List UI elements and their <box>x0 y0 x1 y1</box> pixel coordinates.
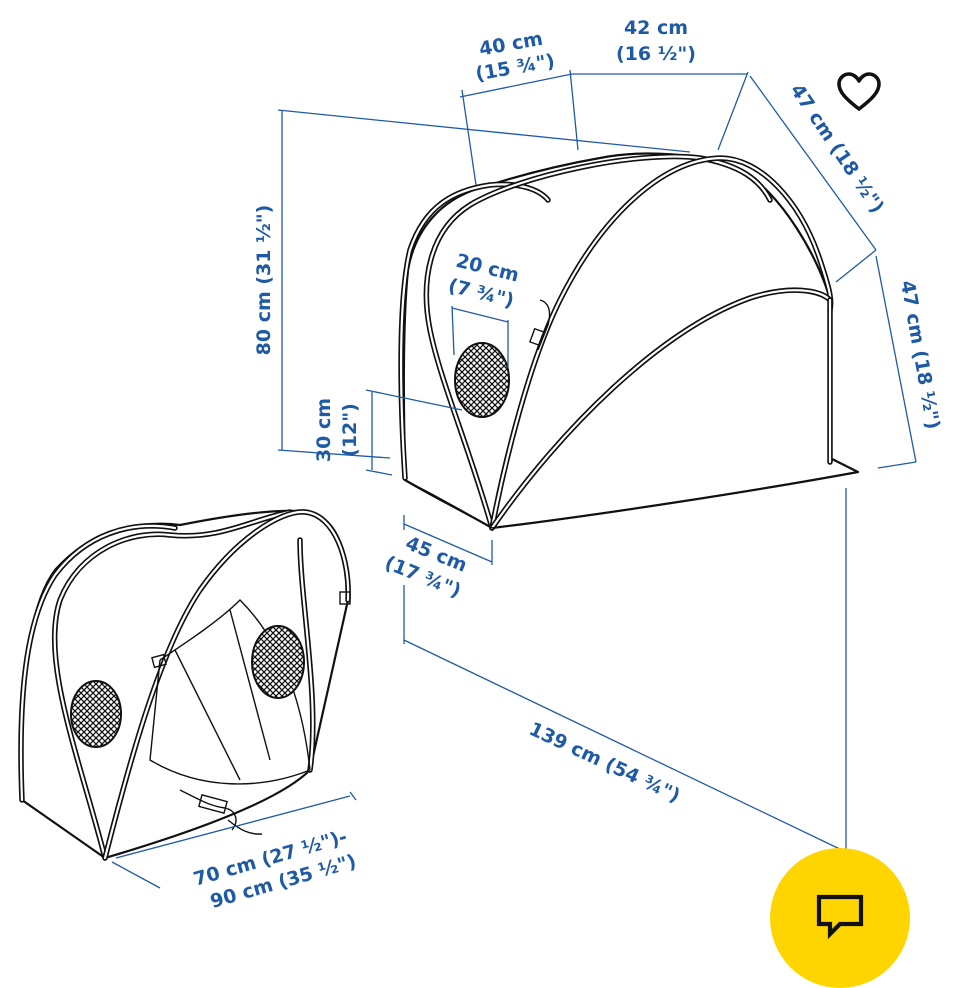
canopy-large-view <box>398 152 860 531</box>
canopy-mounted-view <box>18 509 351 861</box>
product-dimension-drawing: 40 cm (15 ¾") 42 cm (16 ½") 47 cm (18 ½"… <box>18 17 944 913</box>
chat-button[interactable] <box>770 848 910 988</box>
top-depth-in: (16 ½") <box>616 43 696 65</box>
mesh-window-back <box>251 625 305 699</box>
dimension-lines <box>111 69 917 889</box>
window-height-in: (12") <box>339 403 361 457</box>
heart-outline-icon <box>837 72 881 111</box>
total-height-label: 80 cm (31 ½") <box>253 205 275 356</box>
chat-bubble-icon <box>816 894 864 940</box>
mesh-window <box>454 342 510 418</box>
window-height-cm: 30 cm <box>313 398 335 462</box>
mesh-window-front <box>70 680 122 748</box>
favorite-button[interactable] <box>832 66 886 118</box>
side-height-label: 47 cm (18 ½") <box>896 279 944 431</box>
top-depth-cm: 42 cm <box>624 17 688 39</box>
